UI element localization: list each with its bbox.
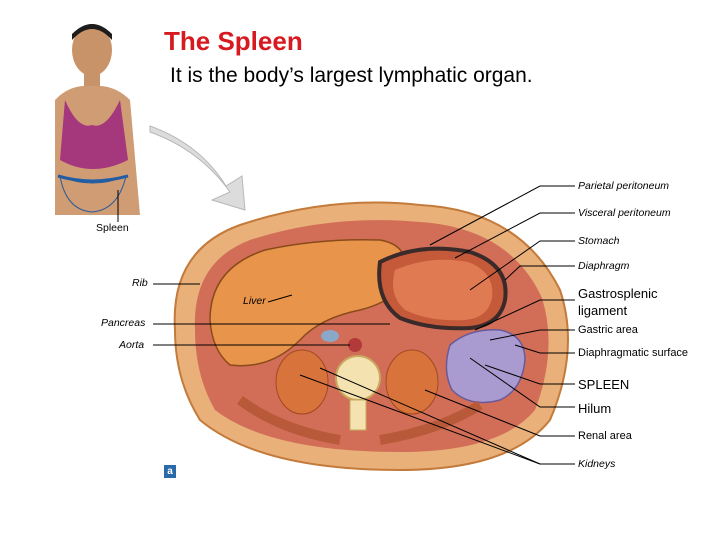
- label-hilum: Hilum: [578, 401, 612, 416]
- label-stomach: Stomach: [578, 235, 620, 247]
- label-diaphragmatic-surface: Diaphragmatic surface: [578, 347, 689, 359]
- label-liver: Liver: [243, 295, 266, 307]
- label-diaphragm: Diaphragm: [578, 260, 630, 272]
- pointer-arrow: [149, 125, 246, 211]
- label-pancreas: Pancreas: [101, 317, 146, 329]
- label-ligament: ligament: [578, 303, 628, 318]
- page-subtitle: It is the body’s largest lymphatic organ…: [170, 64, 533, 87]
- label-renal-area: Renal area: [578, 430, 632, 442]
- label-gastric-area: Gastric area: [578, 324, 638, 336]
- label-rib: Rib: [132, 277, 148, 289]
- label-spleen-caps: SPLEEN: [578, 377, 630, 392]
- label-aorta: Aorta: [119, 339, 145, 351]
- torso-photo: [55, 20, 162, 216]
- figure-badge: a: [164, 465, 176, 478]
- label-kidneys: Kidneys: [578, 458, 616, 470]
- label-gastrosplenic: Gastrosplenic: [578, 286, 658, 301]
- leader-lines: [117, 185, 575, 465]
- label-spleen-left: Spleen: [96, 222, 129, 234]
- page-title: The Spleen: [164, 26, 303, 56]
- cross-section: [173, 201, 569, 472]
- label-parietal-peritoneum: Parietal peritoneum: [578, 180, 670, 192]
- label-visceral-peritoneum: Visceral peritoneum: [578, 207, 671, 219]
